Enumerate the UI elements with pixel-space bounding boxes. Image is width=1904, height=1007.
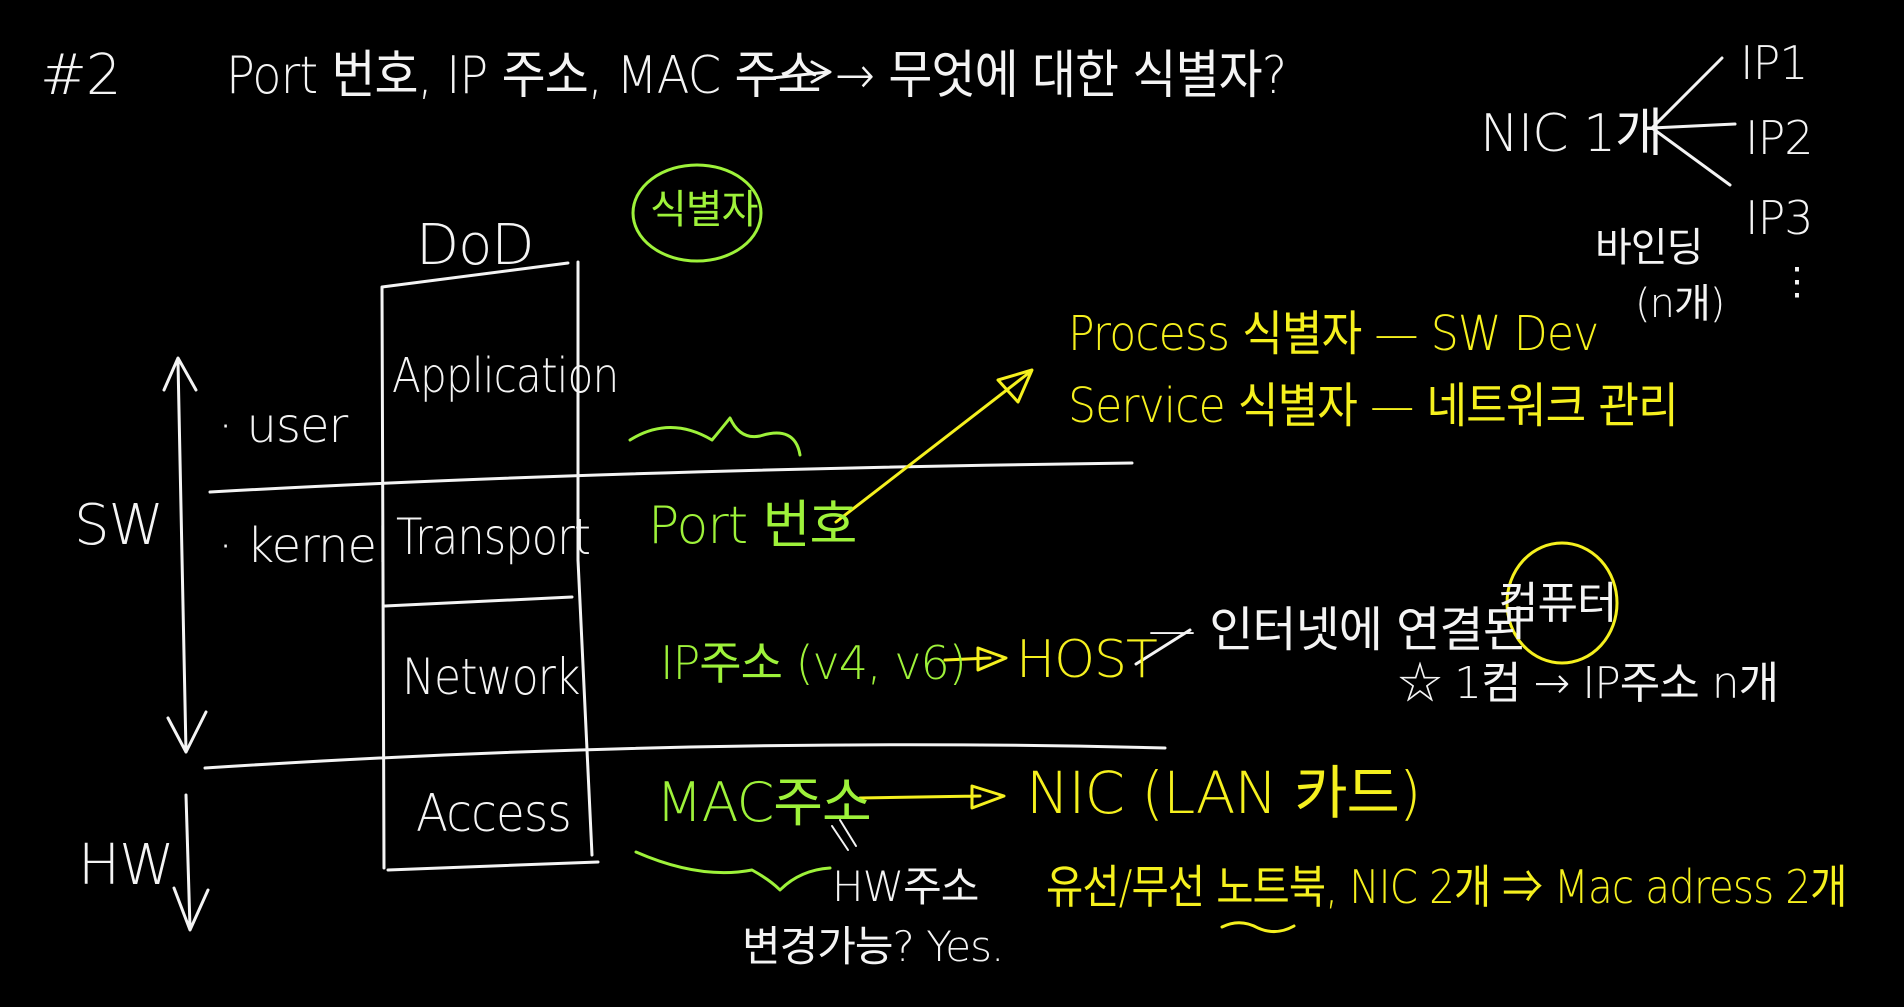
wired-wireless-note: 유선/무선 노트북, NIC 2개 ⇒ Mac adress 2개 [1046, 860, 1847, 914]
nic-lan-card: NIC (LAN 카드) [1026, 759, 1422, 827]
user-kernel-divider [208, 461, 1134, 494]
application-brace [628, 416, 802, 457]
nic-fan-lines [1650, 56, 1737, 187]
identifier-circle [631, 163, 763, 263]
header-arrow [770, 60, 832, 84]
host-label: HOST [1016, 630, 1158, 690]
ip-label: IP주소 (v4, v6) [660, 636, 967, 690]
computer-label: 컴퓨터 [1498, 578, 1617, 629]
ip-3: IP3 [1745, 191, 1814, 245]
mac-label: MAC주소 [656, 771, 872, 834]
port-label: Port 번호 [648, 496, 857, 556]
star-note: ☆ 1컴 → IP주소 n개 [1398, 658, 1779, 709]
kernel-label: · kernel [218, 518, 389, 574]
hw-label: HW [78, 833, 174, 898]
identifier-label: 식별자 [650, 187, 758, 233]
nic-label: NIC 1개 [1480, 104, 1663, 164]
header-question: Port 번호, IP 주소, MAC 주소 → 무엇에 대한 식별자? [226, 46, 1287, 106]
layer-transport: Transport [396, 508, 591, 566]
user-label: · user [218, 398, 348, 454]
stack-title: DoD [416, 213, 535, 278]
sw-arrow [162, 356, 208, 754]
port-to-process-arrow [834, 368, 1034, 524]
notebook-underline [1220, 921, 1296, 933]
process-identifier: Process 식별자 — SW Dev [1068, 306, 1599, 362]
mac-to-nic-arrow [858, 784, 1006, 810]
hw-equal-marks [831, 819, 857, 851]
computer-circle [1505, 541, 1619, 665]
host-dash [1134, 628, 1192, 666]
sw-hw-divider [203, 743, 1167, 770]
binding-count: (n개) [1635, 281, 1725, 327]
layer-network: Network [402, 648, 580, 706]
layer-application: Application [392, 348, 619, 404]
service-identifier: Service 식별자 — 네트워크 관리 [1068, 378, 1679, 434]
header-number: #2 [40, 43, 122, 108]
sw-label: SW [74, 493, 164, 558]
ip-ellipsis: ⋮ [1778, 259, 1816, 303]
dod-stack-box [380, 260, 600, 872]
ip-2: IP2 [1745, 111, 1814, 165]
ip-1: IP1 [1740, 36, 1809, 90]
layer-access: Access [416, 784, 572, 844]
hw-arrow [172, 793, 210, 932]
internet-connected-label: — 인터넷에 연결된 [1148, 602, 1527, 658]
change-question: 변경가능? Yes. [742, 922, 1004, 971]
binding-label: 바인딩 [1595, 225, 1703, 271]
hw-address-label: HW주소 [832, 862, 979, 911]
mac-brace [634, 850, 832, 892]
ip-to-host-arrow [943, 646, 1008, 672]
